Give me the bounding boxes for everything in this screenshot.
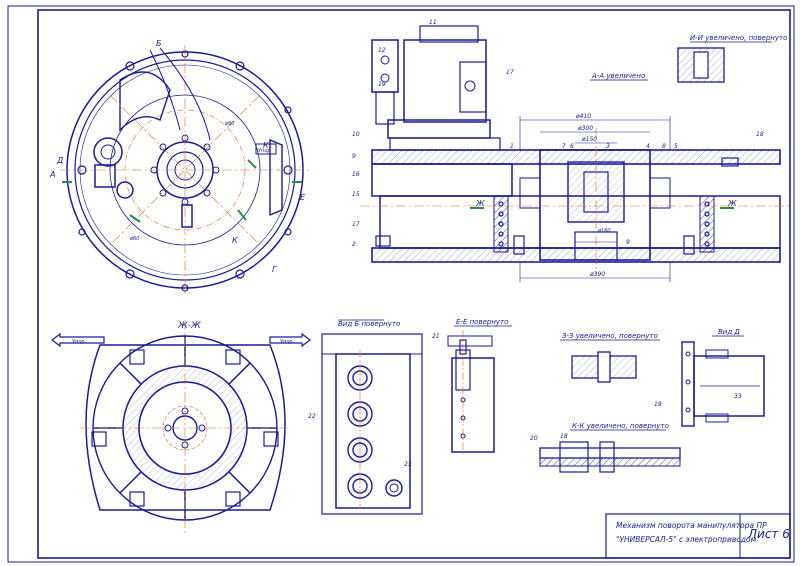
view-title-vidd: Вид Д xyxy=(718,328,740,336)
view-zz-labels: З-З увеличено, повернуто xyxy=(562,332,658,340)
dim-d150: ø150 xyxy=(581,136,597,143)
dim-d90: ø90 xyxy=(224,121,234,127)
letter-d: Д xyxy=(56,156,63,165)
view-title-aa: А-А увеличено xyxy=(591,72,645,80)
callout-3: 3 xyxy=(606,143,610,150)
front-view-labels: Б Д А К К Е Г Упор ø90 ø60 xyxy=(49,39,306,274)
callout-18-kk: 18 xyxy=(560,433,568,440)
view-b-labels: Вид Б повернуто 22 23 xyxy=(308,320,412,468)
section-zhzh-labels: Ж-Ж Упор Упор xyxy=(72,321,293,345)
view-title-zz: З-З увеличено, повернуто xyxy=(562,332,658,340)
view-title-vidb: Вид Б повернуто xyxy=(338,320,400,328)
letter-a: А xyxy=(49,170,55,179)
title-block xyxy=(605,513,791,559)
callout-5: 5 xyxy=(674,143,678,150)
outer-frame xyxy=(7,5,795,563)
view-title-ii: И-И увеличено, повернуто xyxy=(690,34,787,42)
sheet-number: Лист 6 xyxy=(748,527,790,541)
callout-23: 23 xyxy=(404,461,412,468)
callout-14: 12 xyxy=(378,47,386,54)
view-title-ee: Е-Е повернуто xyxy=(456,318,508,326)
letter-zh-left: Ж xyxy=(475,199,485,208)
dim-d390: ø390 xyxy=(589,271,605,278)
callout-12: 11 xyxy=(429,19,437,26)
view-zz xyxy=(560,339,660,383)
section-zhzh xyxy=(51,320,311,535)
view-kk xyxy=(539,429,681,473)
callout-4: 4 xyxy=(646,143,650,150)
view-d-labels: Вид Д 19 33 xyxy=(654,328,742,408)
letter-e: Е xyxy=(300,193,306,202)
dim-d300: ø300 xyxy=(577,125,593,132)
dim-d160: ø160 xyxy=(597,228,611,234)
stop-label-right: Упор xyxy=(280,339,293,345)
view-kk-labels: К-К увеличено, повернуто 20 18 xyxy=(530,422,669,442)
callout-20: 19 xyxy=(654,401,662,408)
callout-33-label: 33 xyxy=(734,393,742,400)
letter-k-bottom: К xyxy=(232,236,238,245)
callout-15: 15 xyxy=(352,191,360,198)
title-line-2: "УНИВЕРСАЛ-5" с электроприводом xyxy=(616,535,757,544)
inner-frame xyxy=(37,9,791,559)
view-d xyxy=(681,335,765,427)
view-b xyxy=(321,319,423,515)
view-title-kk: К-К увеличено, повернуто xyxy=(572,422,669,430)
callout-22: 22 xyxy=(308,413,316,420)
callout-16: 16 xyxy=(352,171,360,178)
callout-6: 6 xyxy=(570,143,574,150)
stop-label-left: Упор xyxy=(72,339,85,345)
callout-2: 2 xyxy=(352,241,356,248)
letter-g: Г xyxy=(272,265,277,274)
view-ee-labels: Е-Е повернуто 21 xyxy=(432,318,508,340)
callout-9: 9 xyxy=(626,239,630,246)
section-aa-labels: И-И увеличено, повернуто А-А увеличено ø… xyxy=(352,19,787,278)
section-aa xyxy=(360,25,790,282)
callout-20-top: 19 xyxy=(378,81,386,88)
callout-17-top: 17 xyxy=(506,69,514,76)
callout-7: 7 xyxy=(562,143,566,150)
letter-k-top: К xyxy=(263,141,269,150)
callout-8: 8 xyxy=(662,143,666,150)
title-line-1: Механизм поворота манипулятора ПР xyxy=(616,521,767,530)
view-title-zhzh: Ж-Ж xyxy=(177,321,201,331)
dim-d410: ø410 xyxy=(575,113,591,120)
dim-d60: ø60 xyxy=(129,236,139,242)
callout-1: 1 xyxy=(510,143,514,150)
letter-zh-right: Ж xyxy=(727,199,737,208)
callout-19: 20 xyxy=(530,435,538,442)
callout-10: 9 xyxy=(352,153,356,160)
view-ee xyxy=(447,325,512,456)
stop-label-front: Упор xyxy=(258,148,271,154)
callout-11: 10 xyxy=(352,131,360,138)
callout-21: 21 xyxy=(432,333,440,340)
front-view-circle xyxy=(60,45,310,295)
callout-17: 17 xyxy=(352,221,360,228)
callout-18: 18 xyxy=(756,131,764,138)
letter-b: Б xyxy=(156,39,162,48)
